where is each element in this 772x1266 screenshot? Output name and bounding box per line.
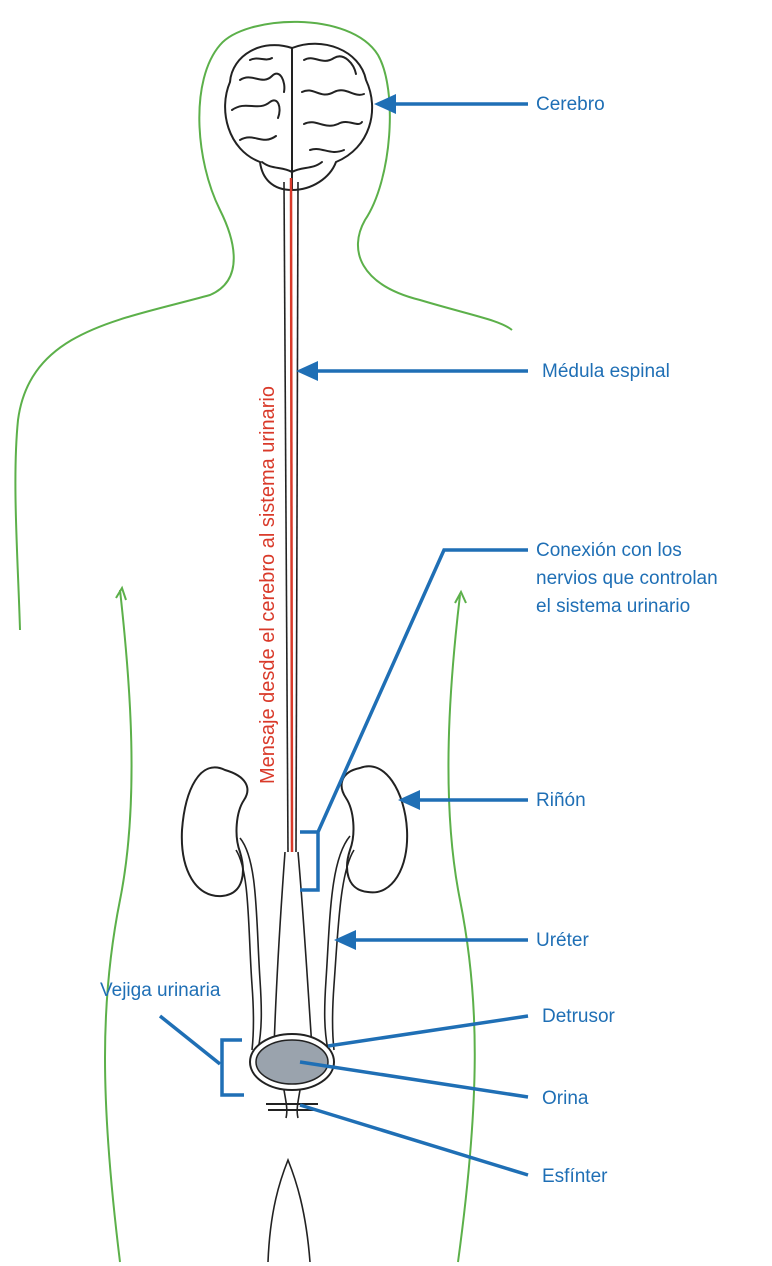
label-medula-espinal: Médula espinal bbox=[542, 361, 670, 382]
label-cerebro: Cerebro bbox=[536, 94, 605, 115]
right-kidney bbox=[342, 766, 408, 892]
ureters bbox=[236, 836, 354, 1050]
body-outline-left bbox=[105, 590, 132, 1262]
label-detrusor: Detrusor bbox=[542, 1006, 616, 1027]
label-vejiga-urinaria: Vejiga urinaria bbox=[100, 980, 221, 1001]
label-conexion-line1: Conexión con los bbox=[536, 540, 682, 561]
label-ureter: Uréter bbox=[536, 930, 589, 951]
body-outline-right bbox=[448, 595, 474, 1262]
left-kidney bbox=[182, 767, 248, 896]
label-esfinter: Esfínter bbox=[542, 1166, 608, 1187]
bladder bbox=[250, 1034, 334, 1118]
message-label: Mensaje desde el cerebro al sistema urin… bbox=[257, 386, 279, 784]
legs-outline bbox=[268, 1160, 310, 1262]
brain bbox=[225, 44, 372, 190]
label-rinon: Riñón bbox=[536, 790, 586, 811]
label-conexion-line2: nervios que controlan bbox=[536, 568, 718, 589]
label-conexion-line3: el sistema urinario bbox=[536, 596, 690, 617]
label-orina: Orina bbox=[542, 1088, 589, 1109]
spinal-cord bbox=[284, 178, 298, 852]
